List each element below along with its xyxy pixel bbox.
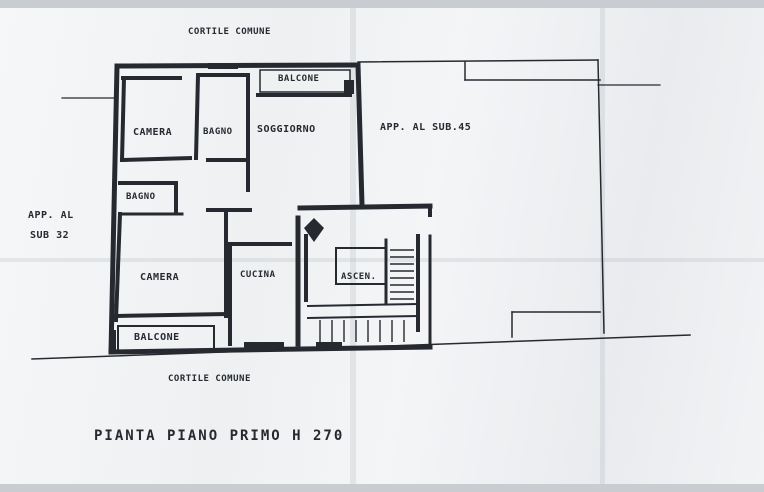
camera-bottom-floor-wall bbox=[113, 311, 229, 319]
balcone-bottom-outline bbox=[117, 325, 215, 353]
ascensore-label: ASCEN. bbox=[341, 272, 377, 282]
paper-sheet bbox=[0, 8, 764, 484]
soggiorno-bottom-wall bbox=[297, 203, 433, 211]
bagno-small-label: BAGNO bbox=[126, 192, 156, 202]
camera-top-label: CAMERA bbox=[133, 127, 173, 138]
soggiorno-right-wall bbox=[355, 62, 365, 208]
right-apartment-label: APP. AL SUB.45 bbox=[380, 122, 472, 133]
camera-top-bottom-wall bbox=[119, 155, 193, 163]
cucina-label: CUCINA bbox=[240, 270, 276, 280]
top-courtyard-label: CORTILE COMUNE bbox=[188, 27, 271, 37]
neighbour-outline bbox=[357, 59, 599, 63]
plan-title: PIANTA PIANO PRIMO H 270 bbox=[94, 428, 345, 444]
exterior-wall-left bbox=[108, 63, 120, 355]
landing-line bbox=[306, 302, 420, 308]
balcone-bottom-label: BALCONE bbox=[134, 332, 180, 343]
left-apartment-sub: SUB 32 bbox=[30, 230, 70, 241]
bagno-top-left-wall bbox=[193, 72, 201, 161]
camera-bottom-left-wall bbox=[113, 211, 123, 323]
stair-treads bbox=[319, 249, 414, 342]
bottom-courtyard-label: CORTILE COMUNE bbox=[168, 374, 251, 384]
paper-fold bbox=[350, 8, 356, 484]
soggiorno-label: SOGGIORNO bbox=[257, 124, 316, 135]
window-marks bbox=[110, 63, 354, 350]
camera-bottom-label: CAMERA bbox=[140, 272, 180, 283]
neighbour-outline bbox=[597, 59, 605, 334]
bagno-top-label: BAGNO bbox=[203, 127, 233, 137]
paper-fold bbox=[0, 258, 764, 262]
door-symbol bbox=[304, 218, 324, 242]
balcone-top-label: BALCONE bbox=[278, 74, 320, 84]
left-apartment-label: APP. AL bbox=[28, 210, 74, 221]
landing-line bbox=[306, 314, 420, 320]
camera-top-left-wall bbox=[119, 75, 127, 163]
